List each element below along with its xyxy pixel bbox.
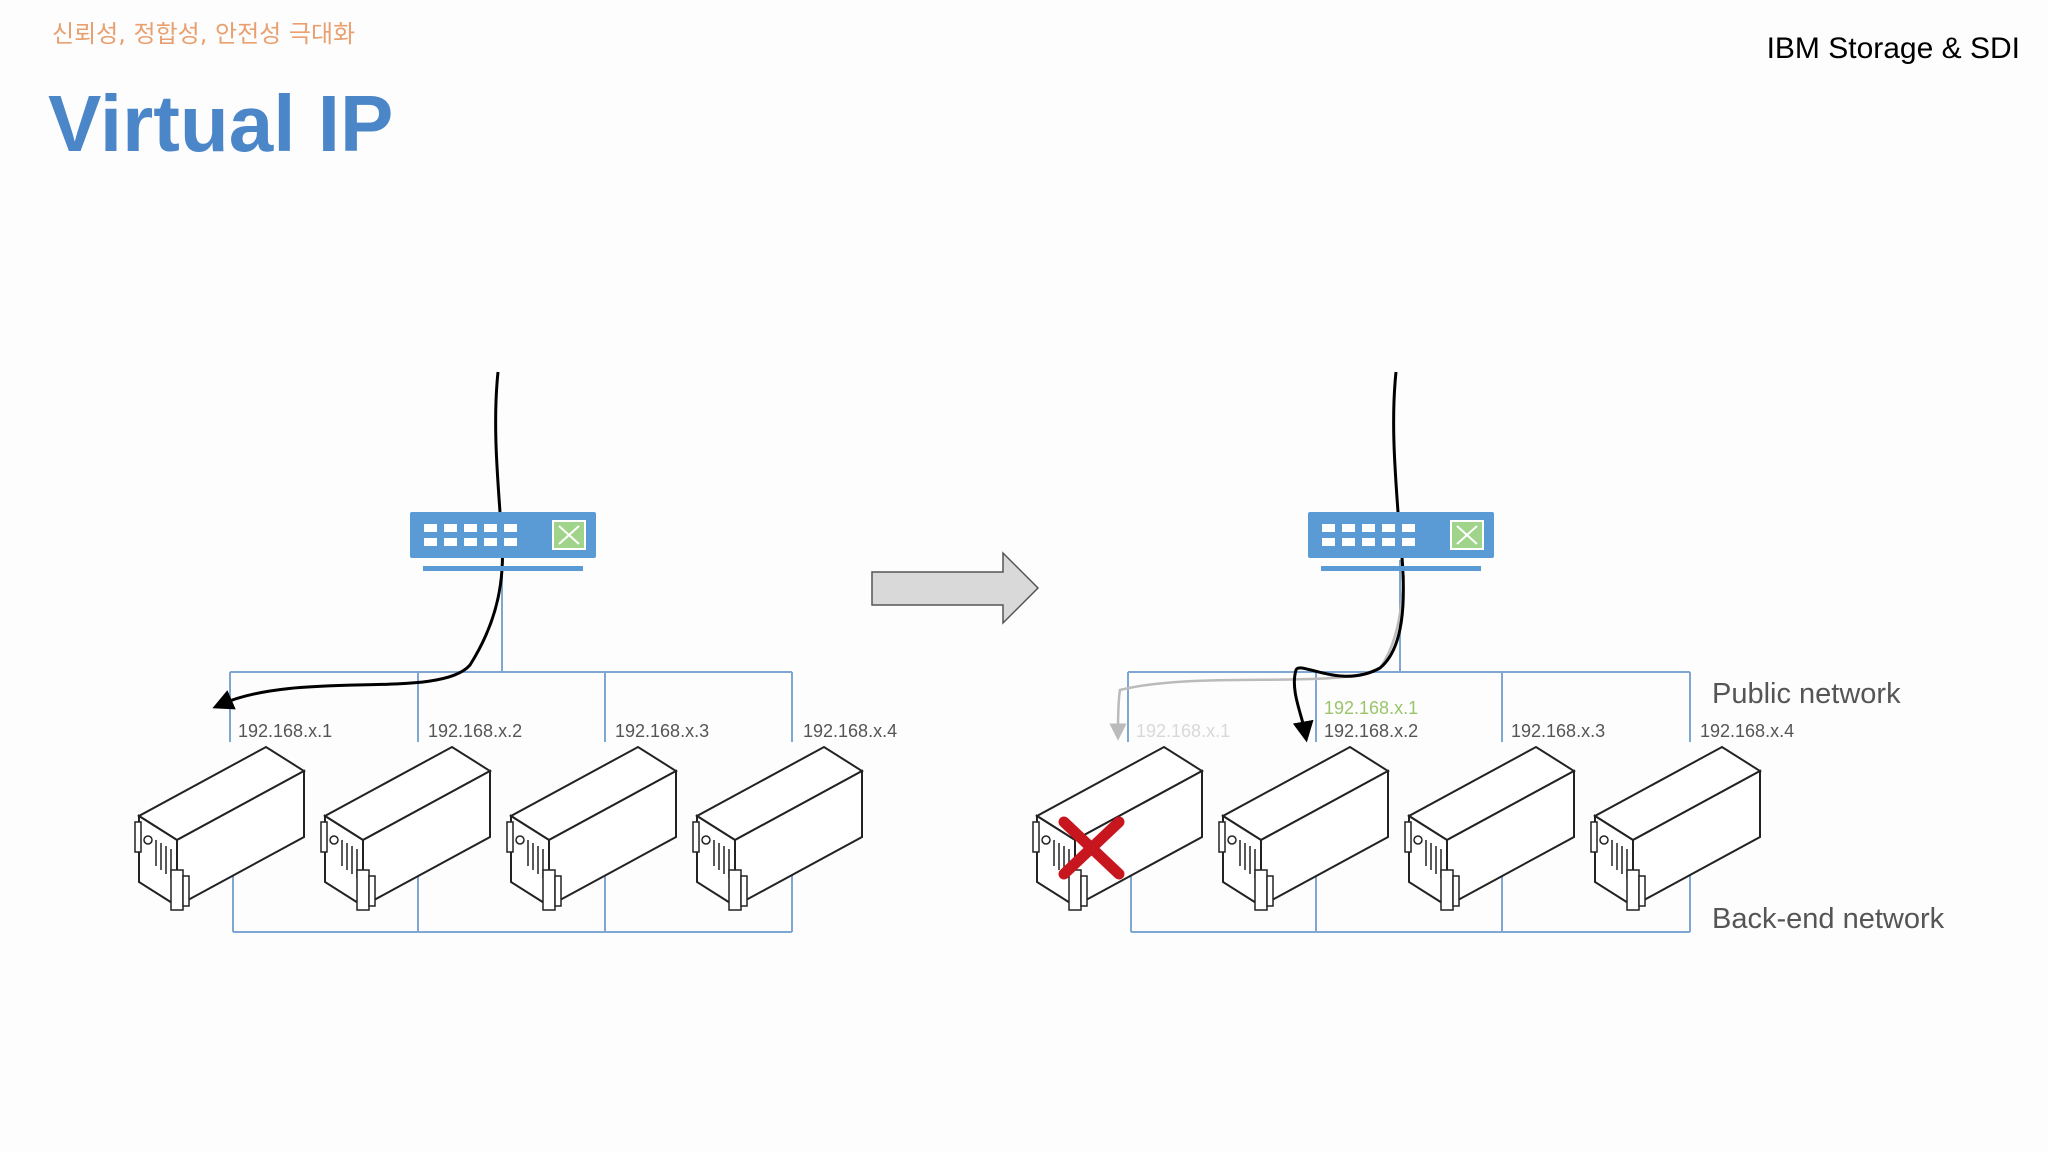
slide-title: Virtual IP bbox=[48, 79, 394, 168]
rack-server-icon bbox=[1590, 746, 1761, 911]
transition-arrow-icon bbox=[871, 551, 1040, 625]
brand-label: IBM Storage & SDI bbox=[1766, 32, 2020, 65]
failed-server-ip-label: 192.168.x.1 bbox=[1136, 721, 1230, 741]
before-diagram: 192.168.x.1 192.168.x.2 192.168.x.3 192.… bbox=[134, 371, 897, 933]
backend-network-lines bbox=[1130, 870, 1691, 933]
virtual-ip-label: 192.168.x.1 bbox=[1324, 698, 1418, 718]
public-network-lines bbox=[229, 560, 793, 742]
public-network-label: Public network bbox=[1712, 678, 1901, 710]
server-ip-label: 192.168.x.2 bbox=[1324, 721, 1418, 741]
rack-server-icon bbox=[506, 746, 677, 911]
server-ip-label: 192.168.x.4 bbox=[1700, 721, 1794, 741]
server-ip-label: 192.168.x.1 bbox=[238, 721, 332, 741]
backend-network-lines bbox=[232, 870, 793, 933]
rack-server-icon bbox=[692, 746, 863, 911]
after-diagram: 192.168.x.1 192.168.x.1 192.168.x.2 192.… bbox=[1032, 371, 1945, 935]
rack-server-icon bbox=[320, 746, 491, 911]
uplink-cable bbox=[212, 371, 505, 710]
server-ip-label: 192.168.x.3 bbox=[1511, 721, 1605, 741]
old-route-cable bbox=[1109, 574, 1406, 741]
slide-subtitle: 신뢰성, 정합성, 안전성 극대화 bbox=[52, 20, 356, 48]
rack-server-icon bbox=[1218, 746, 1389, 911]
server-ip-label: 192.168.x.3 bbox=[615, 721, 709, 741]
rack-server-icon bbox=[134, 746, 305, 911]
server-ip-label: 192.168.x.4 bbox=[803, 721, 897, 741]
server-ip-label: 192.168.x.2 bbox=[428, 721, 522, 741]
failure-x-icon bbox=[1058, 816, 1125, 880]
backend-network-label: Back-end network bbox=[1712, 903, 1945, 935]
rack-server-icon bbox=[1404, 746, 1575, 911]
uplink-cable bbox=[1292, 371, 1405, 743]
